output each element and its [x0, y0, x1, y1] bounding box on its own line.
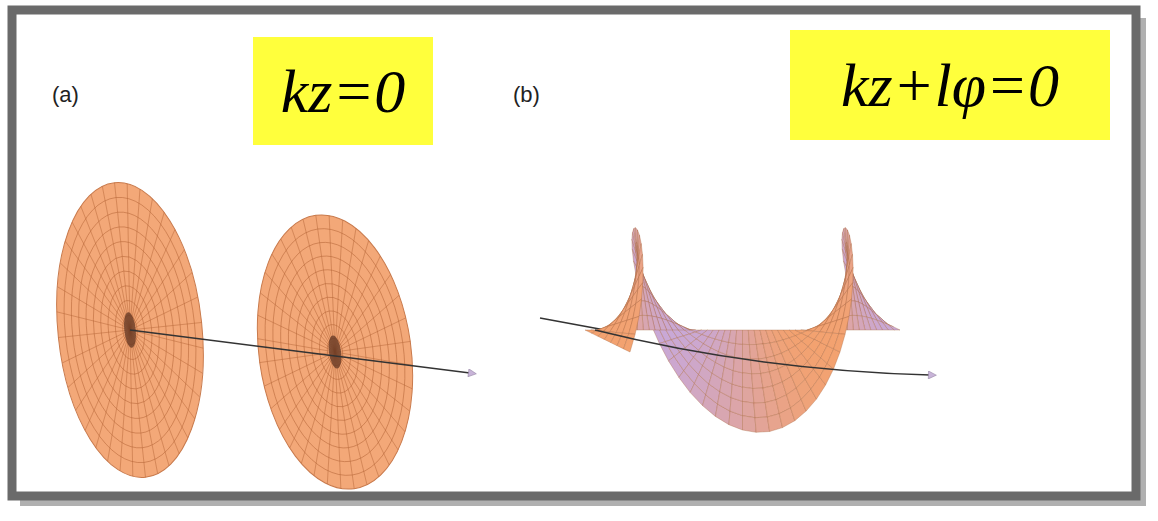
grid-spoke — [287, 352, 350, 463]
helical-wavefronts — [540, 228, 930, 433]
grid-spoke — [320, 241, 383, 352]
helical-surface-patch — [743, 373, 753, 389]
helical-surface-patch — [827, 349, 840, 369]
grid-spoke — [335, 348, 379, 480]
frame — [12, 10, 1136, 496]
helical-surface-patch — [636, 283, 643, 304]
propagation-axis — [595, 330, 930, 375]
grid-spoke — [130, 324, 195, 424]
grid-spoke — [127, 297, 200, 330]
grid-spoke — [130, 326, 179, 457]
grid-spoke — [130, 327, 169, 468]
grid-spoke — [59, 330, 132, 363]
helical-surface-patch — [729, 330, 737, 344]
helical-surface-patch — [743, 387, 754, 403]
helical-surface-patch — [843, 229, 847, 247]
helical-surface-patch — [743, 416, 757, 433]
grid-spoke — [291, 224, 335, 356]
grid-spoke — [272, 247, 335, 358]
helical-surface-patch — [633, 299, 642, 318]
grid-spoke — [115, 184, 143, 330]
equation-box: kz+lφ=0 — [790, 30, 1110, 140]
panel-label: (a) — [52, 82, 79, 108]
grid-spoke — [72, 217, 130, 335]
grid-spoke — [115, 189, 154, 330]
equation-text: kz=0 — [281, 57, 405, 125]
grid-spoke — [125, 273, 198, 330]
propagation-axis — [540, 318, 605, 330]
helical-surface-patch — [636, 228, 638, 245]
grid-spoke — [84, 330, 142, 448]
grid-spoke — [260, 284, 335, 361]
grid-spoke — [130, 329, 158, 475]
equation-box: kz=0 — [253, 37, 433, 145]
grid-spoke — [316, 216, 348, 352]
grid-spoke — [130, 322, 202, 330]
disk-surface — [241, 205, 430, 499]
helical-surface-patch — [633, 229, 637, 247]
helical-surface-patch — [834, 334, 846, 352]
grid-spoke — [102, 185, 130, 331]
grid-spoke — [60, 256, 130, 336]
grid-spoke — [65, 235, 130, 335]
helical-surface-patch — [726, 342, 735, 357]
grid-spoke — [332, 318, 409, 352]
helical-surface-patch — [736, 330, 743, 344]
panel-label: (b) — [513, 82, 540, 108]
grid-spoke — [106, 330, 145, 471]
grid-spoke — [118, 330, 146, 476]
helical-surface-patch — [734, 344, 742, 359]
helical-surface-patch — [732, 371, 742, 388]
grid-spoke — [58, 330, 130, 338]
grid-spoke — [63, 330, 136, 387]
grid-ring — [250, 219, 420, 484]
disk-center — [327, 335, 344, 369]
grid-spoke — [130, 325, 188, 443]
grid-spoke — [130, 323, 200, 403]
wavefront-disk — [241, 205, 430, 499]
grid-spoke — [117, 199, 166, 330]
helical-surface-patch — [629, 317, 639, 335]
grid-spoke — [322, 352, 354, 488]
grid-spoke — [335, 343, 410, 420]
helical-surface-patch — [839, 317, 849, 335]
helical-surface-patch — [846, 228, 848, 245]
grid-spoke — [57, 280, 130, 337]
grid-spoke — [260, 352, 335, 363]
helical-surface-patch — [755, 417, 770, 432]
grid-spoke — [91, 192, 130, 333]
grid-ring — [259, 234, 410, 470]
helical-surface-patch — [843, 299, 852, 318]
grid-spoke — [94, 330, 143, 461]
plane-wavefronts — [43, 175, 470, 499]
propagation-axis — [130, 330, 470, 373]
helical-surface-patch — [846, 283, 853, 304]
helical-surface-patch — [743, 401, 756, 417]
grid-spoke — [81, 203, 130, 334]
grid-spoke — [118, 212, 176, 330]
equation-text: kz+lφ=0 — [841, 51, 1059, 119]
